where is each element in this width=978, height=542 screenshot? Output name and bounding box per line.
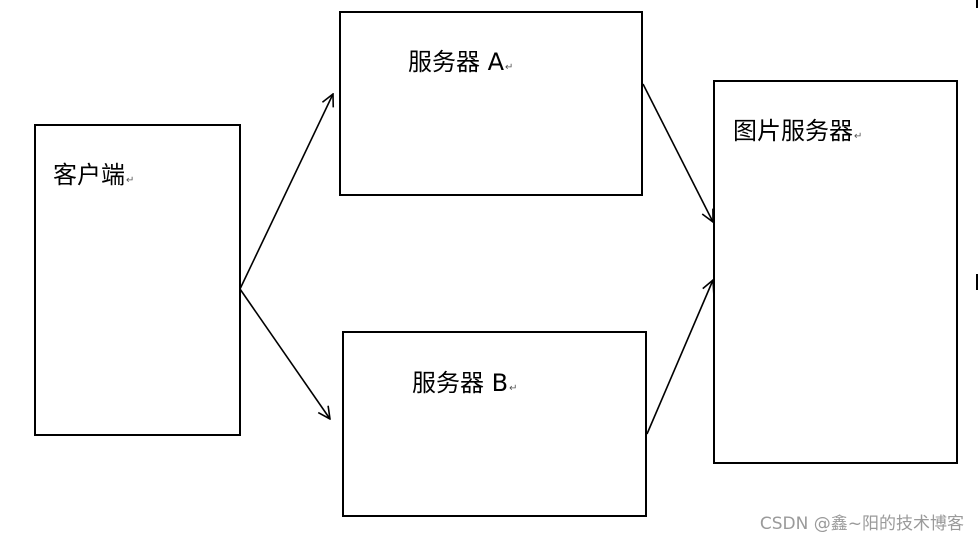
image-server-box: 图片服务器↵: [713, 80, 958, 464]
server-b-box: 服务器 B↵: [342, 331, 647, 517]
server-a-box: 服务器 A↵: [339, 11, 643, 196]
arrow-client-to-server-b: [239, 288, 330, 419]
paragraph-mark-icon: ↵: [126, 175, 135, 186]
arrow-client-to-server-a: [239, 94, 333, 290]
paragraph-mark-icon: ↵: [509, 383, 518, 394]
server-a-label: 服务器 A↵: [408, 50, 513, 74]
image-server-label-text: 图片服务器: [733, 117, 853, 145]
arrow-server-b-to-image-server: [646, 280, 713, 435]
server-b-label-text: 服务器 B: [412, 369, 509, 397]
page-edge-marker: [976, 0, 978, 8]
client-box: 客户端↵: [34, 124, 241, 436]
paragraph-mark-icon: ↵: [505, 62, 514, 73]
server-b-label: 服务器 B↵: [412, 371, 517, 395]
client-label-text: 客户端: [53, 161, 125, 189]
client-label: 客户端↵: [53, 163, 134, 187]
paragraph-mark-icon: ↵: [854, 131, 863, 142]
watermark: CSDN @鑫~阳的技术博客: [759, 514, 964, 534]
arrow-server-a-to-image-server: [642, 83, 713, 222]
page-edge-marker: [976, 274, 978, 290]
server-a-label-text: 服务器 A: [408, 48, 505, 76]
image-server-label: 图片服务器↵: [733, 119, 862, 143]
